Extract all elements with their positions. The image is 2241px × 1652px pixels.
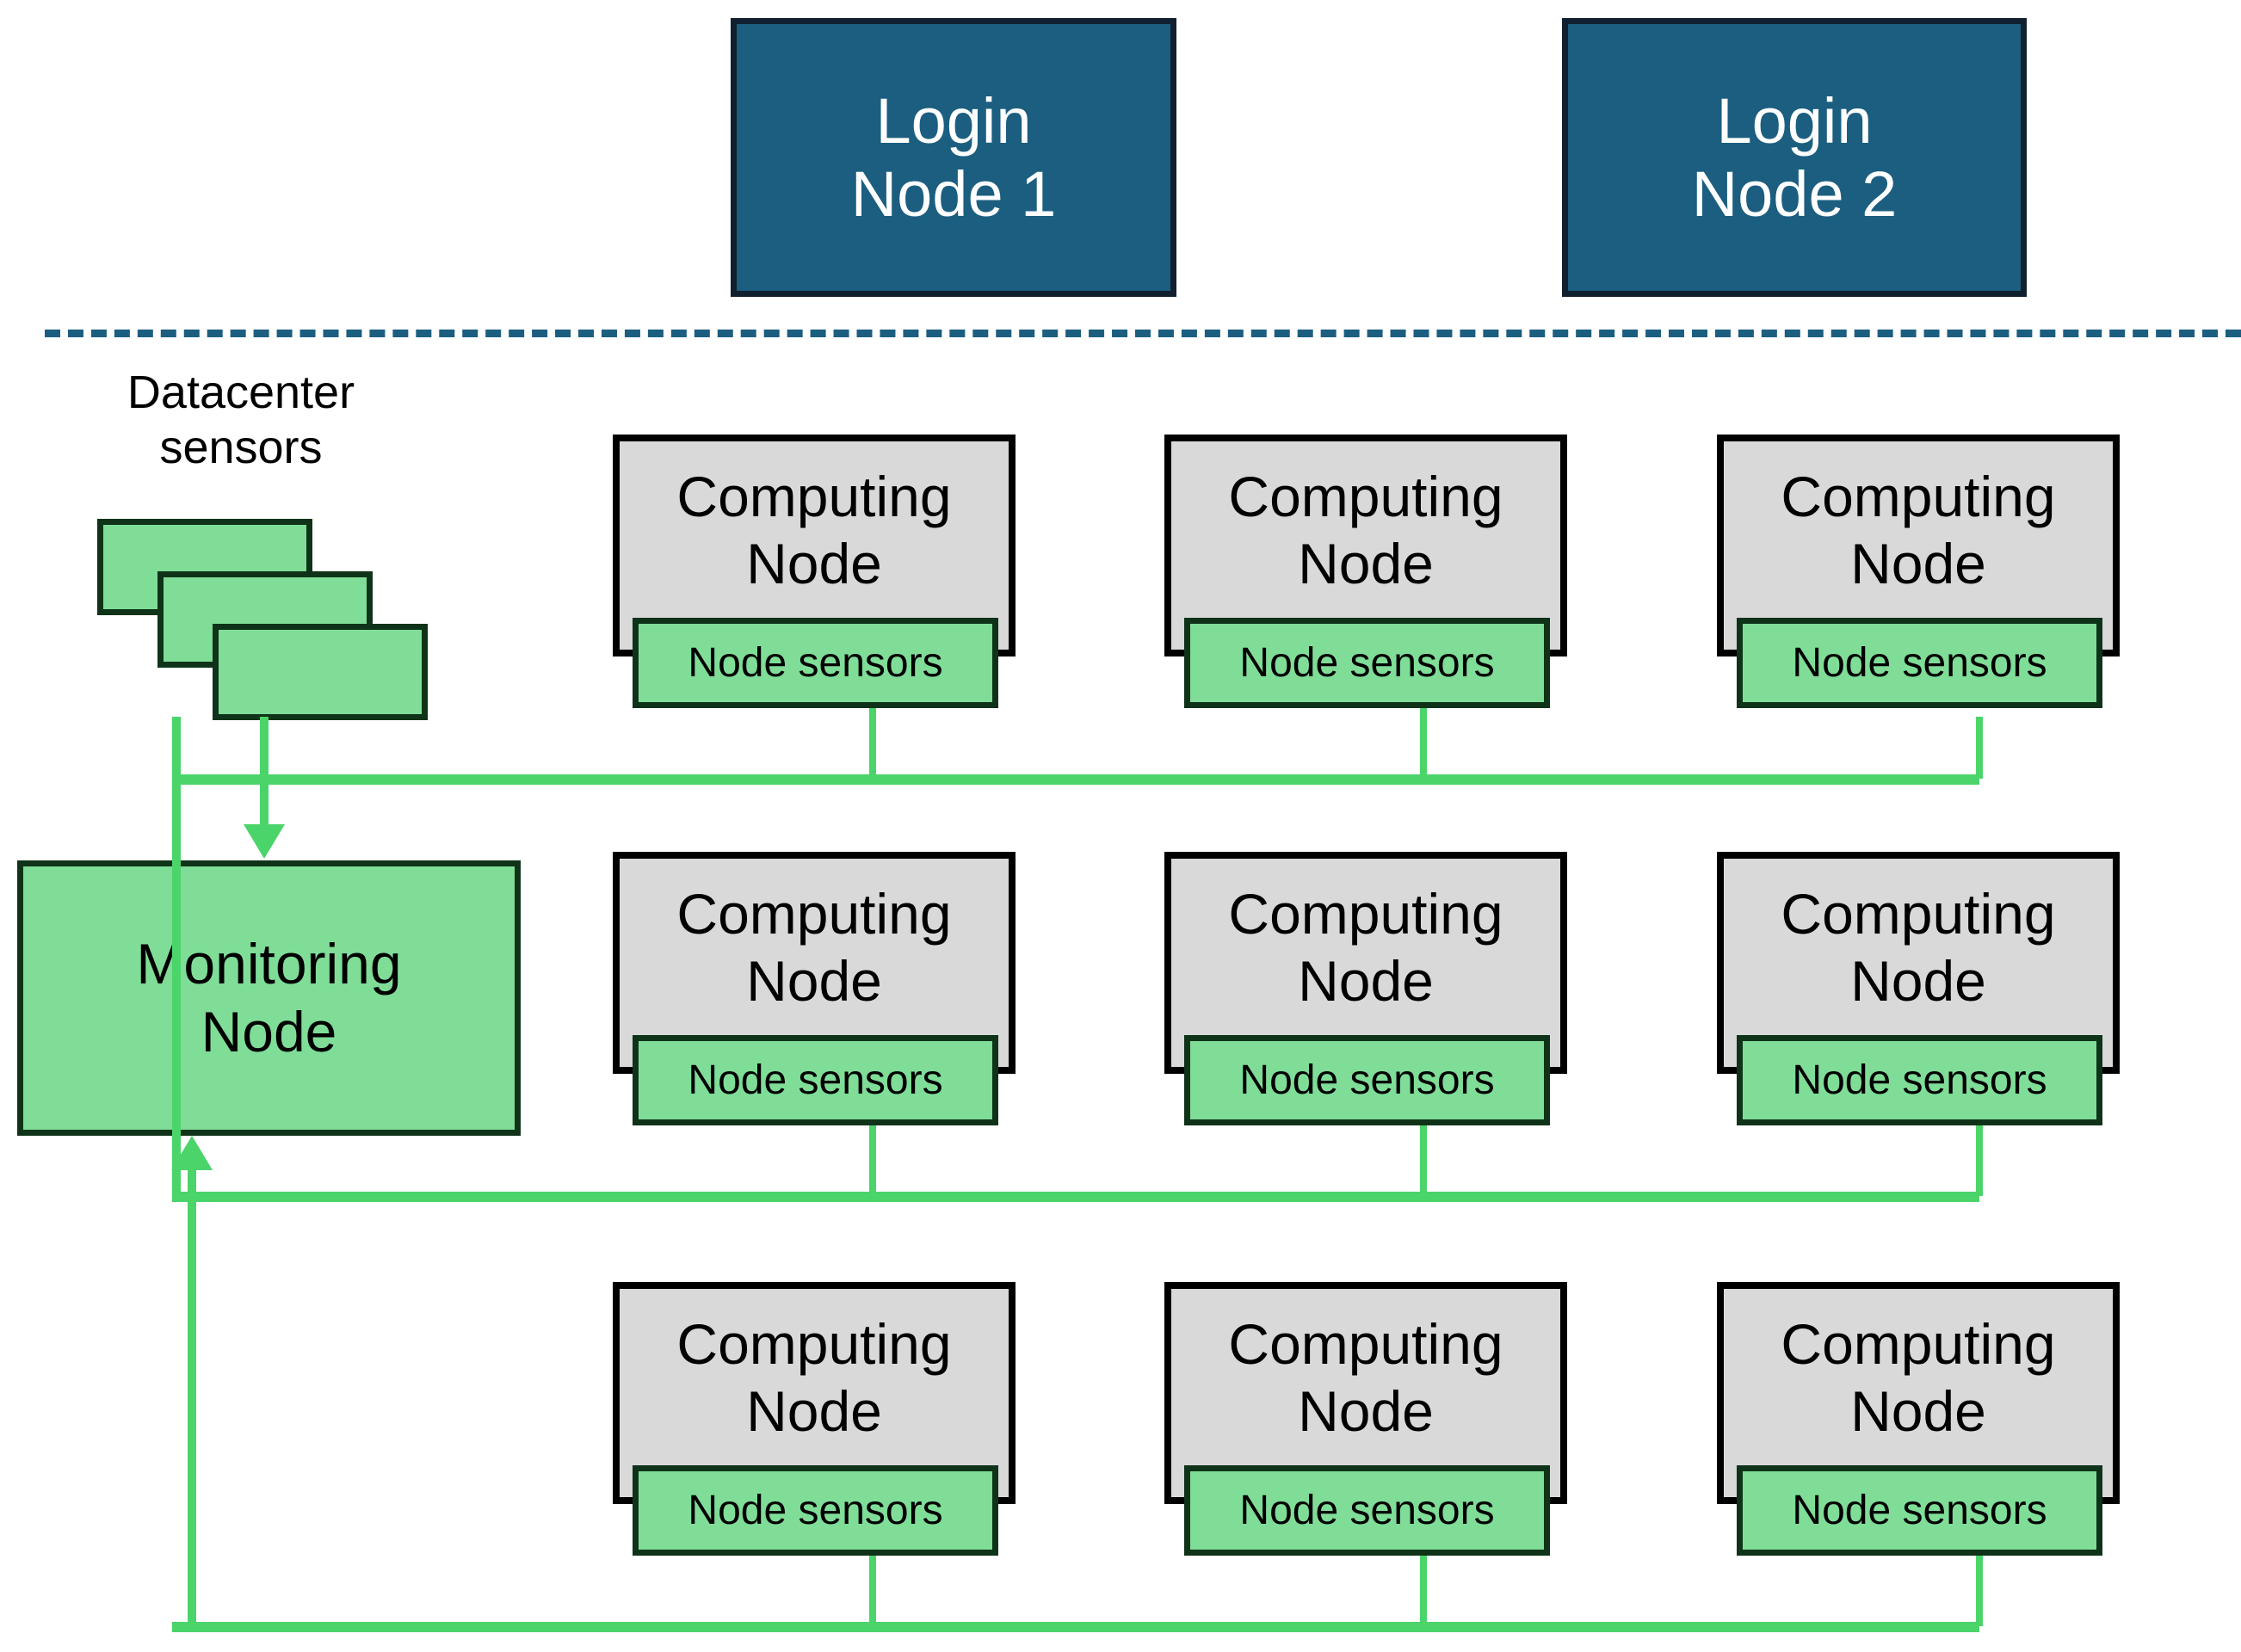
node-sensors-r2c2[interactable]: Node sensors [1184, 1035, 1550, 1125]
computing-node-label: Computing Node [1228, 1312, 1503, 1443]
monitoring-node[interactable]: Monitoring Node [17, 860, 521, 1136]
node-sensors-r1c1[interactable]: Node sensors [633, 618, 998, 708]
login-node-1[interactable]: Login Node 1 [731, 18, 1176, 297]
node-sensors-r3c2[interactable]: Node sensors [1184, 1465, 1550, 1556]
login-node-2[interactable]: Login Node 2 [1562, 18, 2027, 297]
dashed-divider [45, 330, 2241, 337]
node-sensors-r1c3[interactable]: Node sensors [1737, 618, 2102, 708]
drop-wire-r2c1 [869, 1123, 876, 1196]
drop-wire-r1c1 [869, 706, 876, 779]
computing-node-label: Computing Node [676, 465, 952, 595]
node-sensors-r3c1[interactable]: Node sensors [633, 1465, 998, 1556]
node-sensors-r2c3[interactable]: Node sensors [1737, 1035, 2102, 1125]
datacenter-sensor-3 [213, 624, 428, 720]
node-sensors-r2c1[interactable]: Node sensors [633, 1035, 998, 1125]
computing-node-label: Computing Node [1781, 1312, 2056, 1443]
bus-line-row-1 [172, 774, 1979, 785]
bus-right-stub-row-1 [1976, 717, 1983, 779]
drop-wire-r3c2 [1420, 1553, 1427, 1626]
computing-node-label: Computing Node [1228, 465, 1503, 595]
computing-node-label: Computing Node [1781, 882, 2056, 1013]
arrow-into-monitoring-top [244, 824, 285, 859]
wire-datacenter-to-monitoring [260, 717, 269, 829]
computing-node-label: Computing Node [676, 1312, 952, 1443]
drop-wire-r3c3 [1976, 1553, 1983, 1626]
bus-line-row-3 [172, 1622, 1979, 1632]
bus-line-row-2 [172, 1192, 1979, 1202]
datacenter-sensors-label: Datacenter sensors [127, 367, 355, 473]
drop-wire-r2c2 [1420, 1123, 1427, 1196]
computing-node-label: Computing Node [1781, 465, 2056, 595]
wire-left-vertical-upper [172, 717, 181, 1199]
drop-wire-r3c1 [869, 1553, 876, 1626]
drop-wire-r2c3 [1976, 1123, 1983, 1196]
node-sensors-r1c2[interactable]: Node sensors [1184, 618, 1550, 708]
computing-node-label: Computing Node [1228, 882, 1503, 1013]
wire-bus-riser-left [188, 1166, 196, 1626]
node-sensors-r3c3[interactable]: Node sensors [1737, 1465, 2102, 1556]
drop-wire-r1c2 [1420, 706, 1427, 779]
computing-node-label: Computing Node [676, 882, 952, 1013]
